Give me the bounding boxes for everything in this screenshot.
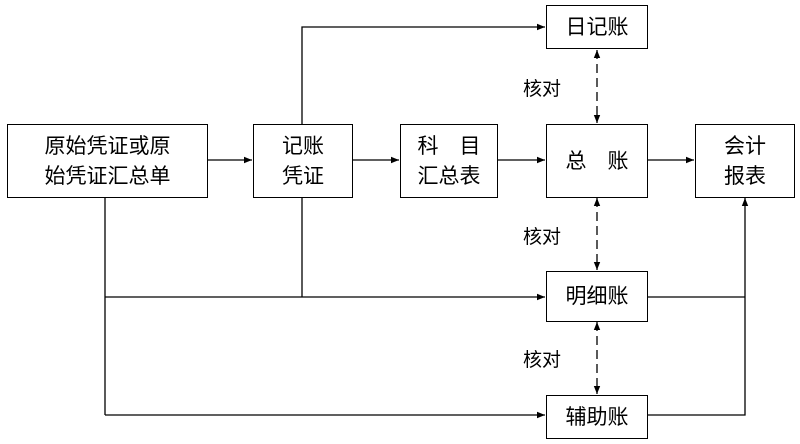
journal-label: 日记账 (565, 14, 629, 39)
arrow-aux-to-statements (648, 198, 749, 416)
statements-line1: 会计 (724, 133, 766, 158)
arrow-voucher-to-journal (301, 23, 545, 124)
detail-ledger-label: 明细账 (565, 284, 629, 309)
aux-ledger-label: 辅助账 (565, 404, 629, 429)
check-label-detail-aux: 核对 (521, 345, 564, 372)
aux-ledger-box: 辅助账 (546, 395, 648, 439)
voucher-box: 记账 凭证 (253, 124, 353, 198)
source-line2: 始凭证汇总单 (44, 164, 171, 188)
account-summary-box: 科 目 汇总表 (400, 124, 498, 198)
source-document-box: 原始凭证或原 始凭证汇总单 (7, 124, 208, 198)
source-line1: 原始凭证或原 (44, 133, 171, 158)
statements-line2: 报表 (724, 164, 766, 188)
voucher-line2: 凭证 (282, 164, 324, 188)
journal-box: 日记账 (546, 5, 648, 49)
check-label-journal-ledger: 核对 (521, 74, 564, 101)
summary-line1: 科 目 (417, 133, 481, 158)
check-label-ledger-detail: 核对 (521, 222, 564, 249)
detail-ledger-box: 明细账 (546, 271, 648, 322)
general-ledger-box: 总 账 (546, 124, 648, 198)
statements-box: 会计 报表 (695, 124, 795, 198)
voucher-line1: 记账 (282, 133, 324, 158)
general-ledger-label: 总 账 (565, 148, 629, 173)
summary-line2: 汇总表 (417, 164, 481, 188)
